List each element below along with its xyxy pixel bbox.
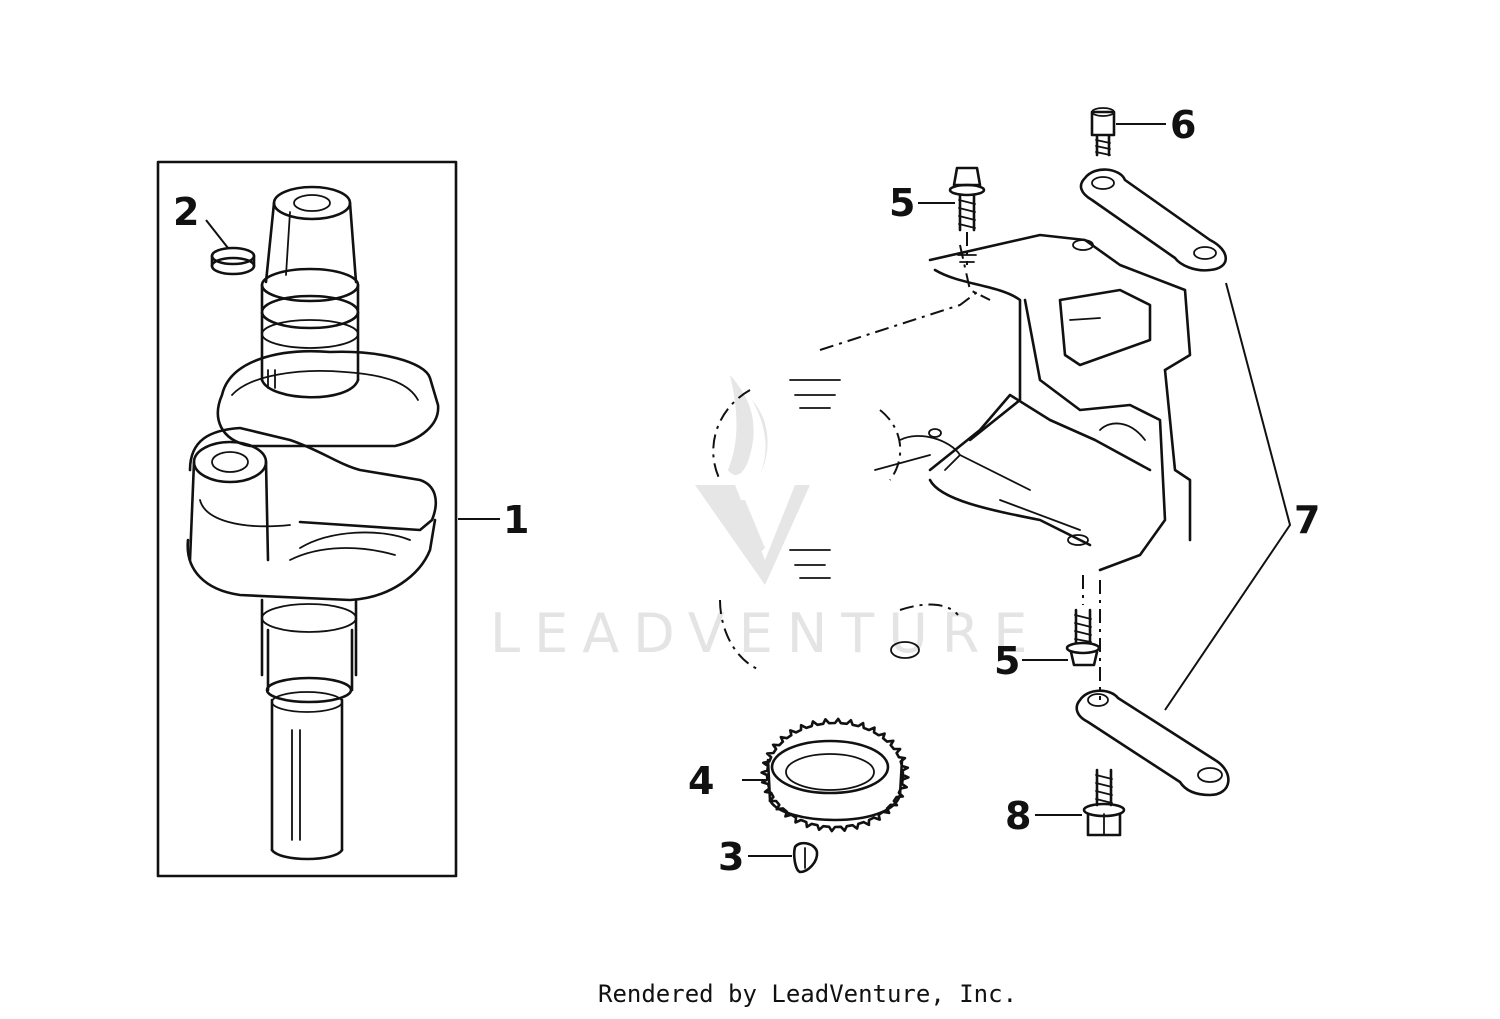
watermark-logo [695, 375, 810, 585]
part-5-bolt-upper[interactable] [948, 166, 986, 265]
callout-4: 4 [688, 759, 714, 803]
callout-2: 2 [173, 190, 199, 234]
callout-5-upper: 5 [889, 181, 915, 225]
part-4-gear[interactable] [760, 717, 910, 833]
callout-8: 8 [1005, 794, 1031, 838]
part-3-key[interactable] [792, 841, 819, 874]
callout-7: 7 [1294, 498, 1320, 542]
part-2-ring[interactable] [210, 246, 256, 276]
engine-bracket [874, 233, 1192, 572]
crankshaft-frame [156, 160, 458, 878]
leader-2 [205, 219, 229, 249]
footer-credit: Rendered by LeadVenture, Inc. [598, 980, 1017, 1008]
callout-3: 3 [718, 835, 744, 879]
part-1-crankshaft[interactable] [186, 185, 440, 861]
part-5-bolt-lower[interactable] [1065, 575, 1101, 700]
callout-1: 1 [503, 498, 529, 542]
leader-7 [1164, 282, 1292, 711]
part-7-link-lower[interactable] [1075, 689, 1230, 797]
part-6-bolt[interactable] [1090, 107, 1116, 157]
callout-6: 6 [1170, 103, 1196, 147]
engine-phantom-outline [712, 244, 991, 671]
callout-5-lower: 5 [994, 639, 1020, 683]
part-8-stud[interactable] [1082, 768, 1126, 837]
part-7-link-upper[interactable] [1079, 168, 1228, 272]
watermark-text: LEADVENTURE [490, 602, 1041, 665]
